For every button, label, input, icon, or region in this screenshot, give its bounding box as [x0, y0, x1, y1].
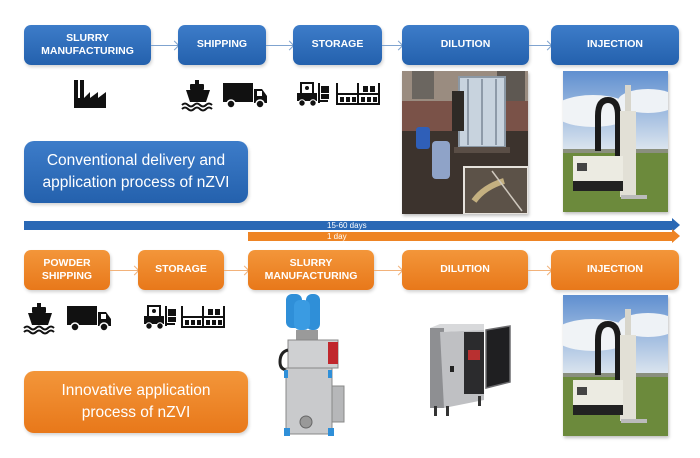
conventional-process-label: Conventional delivery and application pro…: [24, 141, 248, 203]
step-dilution-conventional: DILUTION: [402, 25, 529, 65]
step-label: INJECTION: [586, 38, 643, 51]
dilution-cabinet-photo: [426, 322, 516, 418]
forklift-icon: [144, 305, 176, 330]
truck-icon: [223, 83, 267, 109]
flow-connector: [151, 45, 178, 46]
step-label: STORAGE: [311, 38, 364, 51]
warehouse-rack-icon: [336, 83, 380, 105]
truck-icon: [67, 306, 111, 332]
label-line: process of nZVI: [81, 404, 191, 421]
step-label: INJECTION: [586, 263, 643, 276]
flow-connector: [528, 270, 551, 271]
step-storage-innovative: STORAGE: [138, 250, 224, 290]
step-label: DILUTION: [440, 263, 490, 276]
arrowhead-icon: [672, 229, 680, 243]
step-label: STORAGE: [155, 263, 207, 276]
forklift-icon: [297, 82, 329, 107]
flow-connector: [382, 45, 402, 46]
step-label: DILUTION: [440, 38, 491, 51]
step-storage-conventional: STORAGE: [293, 25, 382, 65]
conventional-duration-label: 15-60 days: [327, 221, 367, 230]
label-line: application process of nZVI: [42, 174, 230, 191]
arrowhead-icon: [672, 218, 680, 232]
label-line: Conventional delivery and: [46, 151, 226, 169]
dilution-site-photo: [402, 71, 528, 214]
injection-rig-photo: [563, 295, 668, 436]
step-injection-conventional: INJECTION: [551, 25, 679, 65]
step-label-line: MANUFACTURING: [41, 45, 134, 57]
injection-rig-photo: [563, 71, 668, 212]
step-label-line: POWDER: [43, 256, 91, 269]
innovative-duration-label: 1 day: [327, 232, 347, 241]
innovative-process-label: Innovative application process of nZVI: [24, 371, 248, 433]
conventional-timeline-arrow: 15-60 days: [24, 218, 680, 232]
step-label: SHIPPING: [196, 38, 248, 51]
step-label-line: SHIPPING: [41, 270, 93, 282]
step-label-line: MANUFACTURING: [264, 270, 358, 282]
step-injection-innovative: INJECTION: [551, 250, 679, 290]
step-label-line: SLURRY: [289, 256, 333, 269]
factory-icon: [74, 80, 106, 108]
ship-icon: [181, 80, 213, 112]
step-shipping-conventional: SHIPPING: [178, 25, 266, 65]
warehouse-rack-icon: [181, 306, 225, 328]
innovative-timeline-arrow: 1 day: [248, 229, 680, 243]
step-label-line: SLURRY: [66, 31, 109, 44]
ship-icon: [23, 303, 55, 335]
flow-connector: [224, 270, 248, 271]
step-dilution-innovative: DILUTION: [402, 250, 528, 290]
flow-connector: [110, 270, 138, 271]
flow-connector: [374, 270, 402, 271]
label-line: Innovative application: [61, 381, 211, 399]
slurry-mixing-unit-photo: [276, 292, 356, 438]
flow-connector: [529, 45, 551, 46]
flow-connector: [266, 45, 293, 46]
